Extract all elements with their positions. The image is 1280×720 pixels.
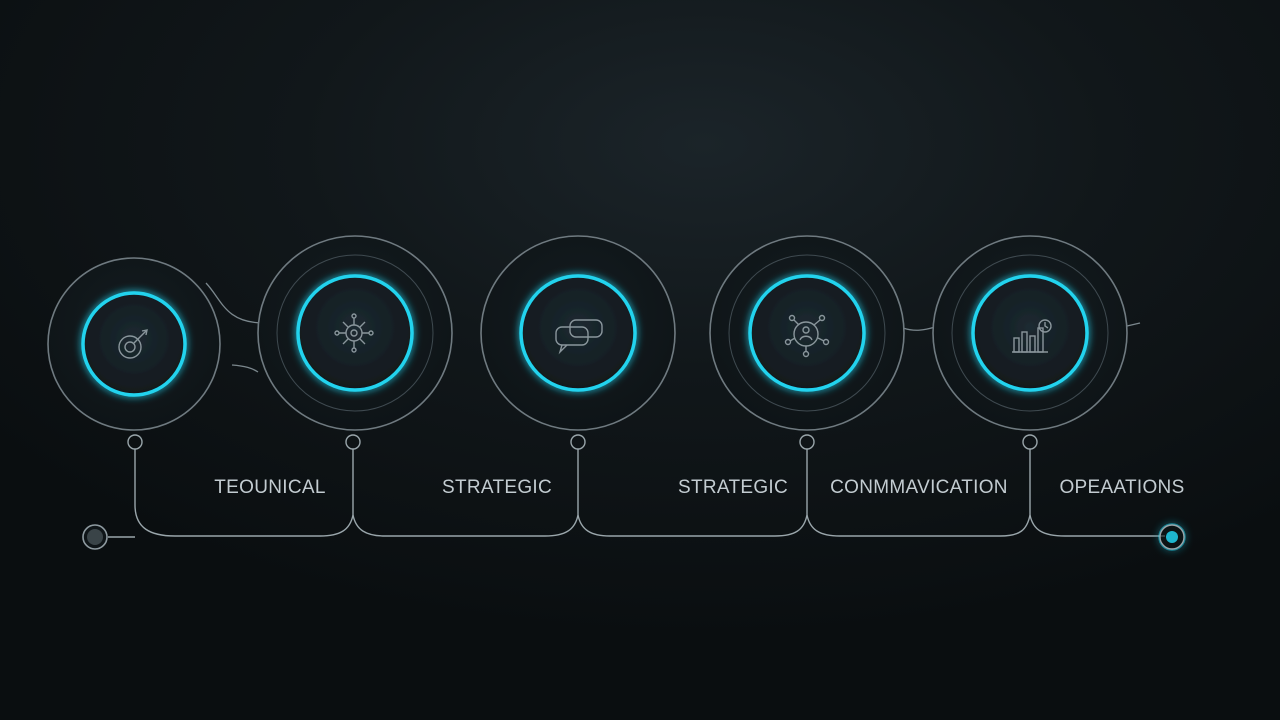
bar-chart-icon bbox=[1012, 319, 1052, 353]
track-end-node bbox=[1158, 523, 1186, 551]
step-label-operations: OPEAATIONS bbox=[1059, 477, 1185, 498]
team-network-icon bbox=[784, 314, 830, 358]
target-icon bbox=[118, 329, 148, 359]
chat-bubbles-icon bbox=[555, 319, 603, 355]
circle-connectors bbox=[205, 282, 1141, 373]
step-node-communication bbox=[709, 235, 905, 431]
step-label-strategic-2: STRATEGIC bbox=[677, 477, 789, 498]
step-node-strategic-2 bbox=[480, 235, 676, 431]
step-node-strategic-1 bbox=[257, 235, 453, 431]
step-node-operations bbox=[932, 235, 1128, 431]
step-label-strategic-1: STRATEGIC bbox=[441, 477, 553, 498]
network-gear-icon bbox=[334, 313, 374, 353]
step-node-technical bbox=[47, 257, 221, 431]
step-label-communication: CONMMAVICATION bbox=[830, 477, 1008, 498]
track-start-node bbox=[82, 524, 108, 550]
step-label-technical: TEOUNICAL bbox=[214, 477, 326, 498]
